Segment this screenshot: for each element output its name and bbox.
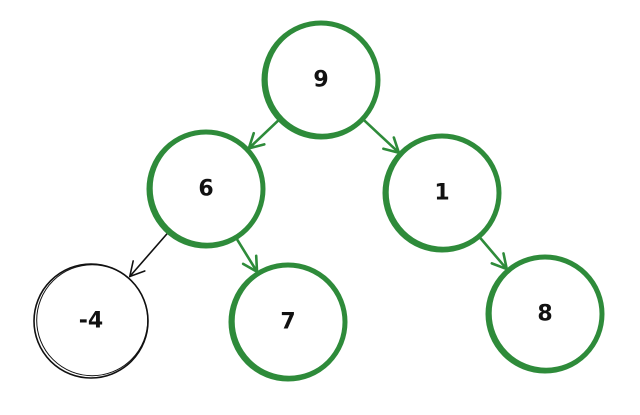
edge-n9-n6 bbox=[247, 116, 283, 150]
node-circle-sketch bbox=[36, 264, 149, 377]
arrowhead-icon bbox=[128, 260, 146, 278]
node-label: 7 bbox=[280, 310, 295, 335]
tree-node-n6: 6 bbox=[146, 129, 266, 249]
nodes-layer: 9 6 1 -4 7 8 bbox=[33, 20, 605, 382]
edge-n6-n7 bbox=[233, 234, 259, 274]
edges-layer bbox=[128, 116, 509, 278]
edge-line bbox=[128, 229, 171, 278]
node-label: 6 bbox=[198, 177, 213, 202]
edge-line bbox=[476, 233, 509, 271]
edge-n1-n8 bbox=[476, 233, 509, 271]
node-label: 9 bbox=[313, 68, 328, 93]
edge-n6-nm4 bbox=[128, 229, 171, 278]
node-circle-sketch bbox=[232, 264, 346, 378]
node-label: -4 bbox=[79, 309, 103, 334]
edge-line bbox=[359, 116, 401, 155]
tree-node-nm4: -4 bbox=[33, 263, 149, 379]
edge-n9-n1 bbox=[359, 116, 401, 155]
node-circle-sketch bbox=[489, 256, 603, 370]
node-circle-sketch bbox=[386, 135, 500, 249]
node-label: 8 bbox=[537, 302, 552, 327]
node-circle-sketch bbox=[265, 22, 379, 136]
tree-node-n7: 7 bbox=[228, 262, 348, 382]
node-circle-sketch bbox=[150, 131, 264, 245]
edge-line bbox=[247, 116, 283, 150]
tree-node-n8: 8 bbox=[485, 254, 605, 374]
node-label: 1 bbox=[434, 181, 449, 206]
tree-node-n1: 1 bbox=[382, 133, 502, 253]
edge-line bbox=[233, 234, 259, 274]
tree-node-n9: 9 bbox=[261, 20, 381, 140]
